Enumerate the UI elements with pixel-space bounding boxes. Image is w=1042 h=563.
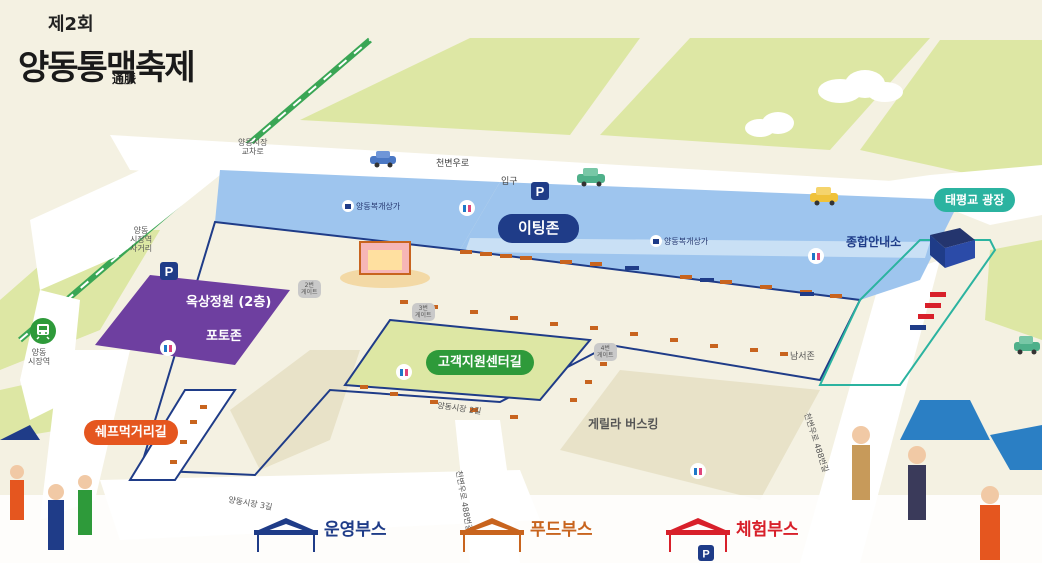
legend-label-experience: 체험부스 (736, 520, 799, 540)
guerrilla-busking-label: 게릴라 버스킹 (588, 417, 659, 431)
toilet-icon (459, 200, 475, 216)
svg-text:P: P (702, 549, 709, 561)
rooftop-zone (95, 275, 290, 365)
car-icon (577, 168, 605, 187)
info-center-label: 종합안내소 (846, 235, 902, 249)
rail-line-dash (19, 39, 371, 341)
gate-3: 3번 게이트 (412, 303, 435, 322)
svg-text:P: P (536, 184, 545, 199)
parking-icon: P (531, 182, 549, 200)
tent-icon (460, 518, 524, 552)
market-icon (342, 200, 354, 212)
field-top-middle (600, 38, 930, 150)
toilet-icon (396, 364, 412, 380)
field-bottom-center (230, 350, 360, 470)
tent-icon (254, 518, 318, 552)
road-top (110, 135, 1042, 225)
festival-hanja: 通脈 (112, 72, 137, 86)
legend-label-operation: 운영부스 (324, 520, 387, 540)
toilet-icon (808, 248, 824, 264)
field-bottom-right (560, 370, 820, 500)
train-icon (30, 318, 56, 344)
namseo-zone-label: 남서존 (790, 352, 815, 362)
festival-name: 양동통맥축제 (18, 48, 196, 88)
food-booths (170, 250, 842, 464)
field-top-left (300, 38, 640, 135)
road-label-station: 양동 시장역 (28, 348, 51, 367)
customer-street-label: 고객지원센터길 (426, 350, 534, 375)
field-top-right (860, 40, 1042, 190)
operation-booths (625, 266, 814, 296)
cloud-icon (818, 70, 903, 103)
eating-zone-label: 이팅존 (498, 214, 580, 243)
parking-icon: P (160, 262, 178, 280)
rooftop-garden-label: 옥상정원 (2층) (186, 295, 272, 310)
festival-edition: 제2회 (48, 14, 94, 35)
car-icon (370, 151, 396, 168)
road-label-cheonbyeon: 천변우로 (436, 159, 470, 169)
toilet-icon (690, 463, 706, 479)
tent-icon (666, 518, 730, 552)
road-label-entrance: 입구 (501, 177, 518, 187)
taepyeonggyo-square-label: 태평교 광장 (934, 188, 1016, 212)
toilet-icon (160, 340, 176, 356)
stage (340, 241, 430, 288)
car-icon (810, 187, 838, 206)
car-icon (1014, 336, 1040, 355)
gate-2: 2번 게이트 (298, 280, 321, 299)
people-illustration-left (0, 425, 92, 550)
experience-booths (918, 292, 946, 319)
road-label-station-crossroad: 양동 시장역 사거리 (130, 226, 153, 254)
road-label-intersection: 양동시장 교차로 (238, 138, 268, 157)
parking-icon: P (698, 545, 714, 561)
info-center-booth (930, 228, 975, 268)
svg-text:P: P (165, 264, 174, 279)
market-icon (650, 235, 662, 247)
gate-4: 4번 게이트 (594, 343, 617, 362)
covered-market-label-2: 양동복개상가 (664, 237, 709, 246)
field-right (985, 240, 1042, 340)
road-right-diagonal (800, 260, 940, 563)
legend-label-food: 푸드부스 (530, 520, 593, 540)
people-illustration-right (852, 400, 1042, 560)
road-left-diagonal (30, 170, 220, 290)
teal-outline (818, 239, 997, 386)
navy-booth-bottom (910, 325, 926, 330)
cloud-icon (745, 112, 794, 137)
covered-market-label-1: 양동복개상가 (356, 202, 401, 211)
chef-street-label: 쉐프먹거리길 (84, 420, 178, 445)
photo-zone-label: 포토존 (206, 329, 242, 344)
chef-street (128, 389, 237, 481)
